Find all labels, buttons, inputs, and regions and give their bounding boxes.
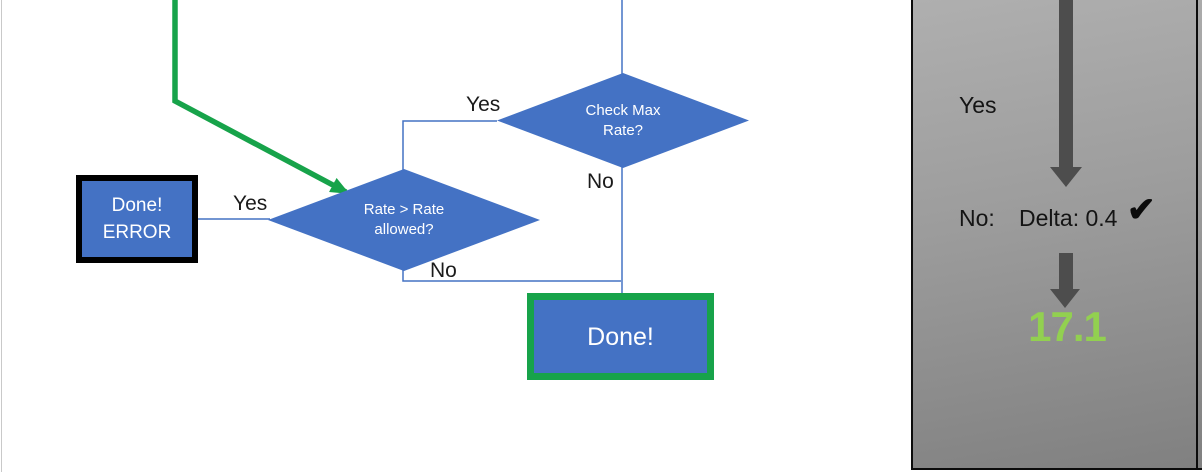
result-value: 17.1 [1028, 303, 1107, 350]
decision-check-max-rate-label: Check Max Rate? [585, 101, 661, 139]
panel-no-label: No: [959, 205, 995, 231]
terminal-done-error: Done! ERROR [76, 175, 198, 263]
down-arrow-icon-bottom [1059, 253, 1073, 289]
panel-delta-value: Delta: 0.4 [1019, 205, 1118, 231]
canvas-left-edge-line [1, 0, 2, 472]
edge-label-check-max-yes: Yes [466, 93, 501, 116]
terminal-done-error-label: Done! ERROR [102, 195, 172, 243]
edge-label-rate-allowed-no: No [430, 259, 457, 282]
edge-label-rate-allowed-yes: Yes [233, 192, 268, 215]
panel-yes-label: Yes [959, 92, 997, 118]
down-arrow-icon-top-head [1050, 167, 1082, 187]
side-status-panel: Yes No: Delta: 0.4 ✔ 17.1 [911, 0, 1202, 470]
terminal-done-label: Done! [587, 322, 654, 351]
checkmark-icon: ✔ [1127, 191, 1156, 229]
connector-rate-no-to-done [402, 267, 621, 282]
down-arrow-icon-bottom-head [1050, 289, 1080, 308]
down-arrow-icon-top [1059, 0, 1073, 167]
terminal-done: Done! [527, 293, 714, 380]
panel-right-border-line [1196, 0, 1198, 470]
decision-rate-allowed-label: Rate > Rate allowed? [363, 201, 445, 238]
green-highlight-arrow [172, 0, 350, 195]
connector-check-max-yes-to-rate [402, 120, 497, 170]
edge-label-check-max-no: No [587, 170, 614, 193]
